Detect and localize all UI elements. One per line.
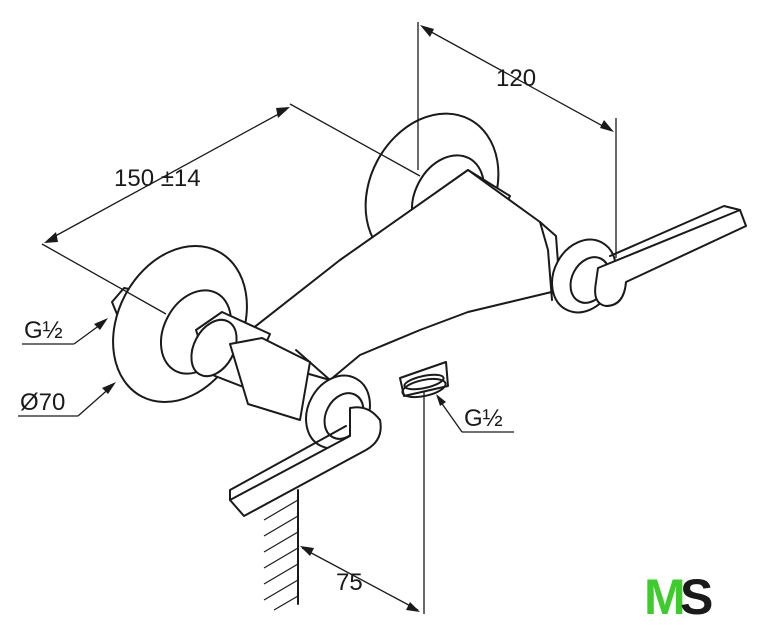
logo-letter-m: M [644,569,686,625]
dimension-75 [300,392,425,614]
dimension-150 [41,103,421,315]
dimension-120-label: 120 [496,65,536,92]
thread-bottom-label: G½ [464,405,503,432]
thread-left-leader [22,318,108,345]
left-connector-sleeve [190,311,311,421]
bottom-outlet [399,361,449,399]
dimension-150-label: 150 ±14 [114,165,201,192]
rosette-diameter-label: Ø70 [20,389,65,416]
logo-letter-s: S [680,569,713,625]
thread-left-label: G½ [24,317,63,344]
dimension-75-label: 75 [336,569,363,596]
dimension-120 [417,22,617,258]
right-handle [551,205,747,314]
left-handle [229,374,382,517]
thread-bottom-leader [436,394,514,433]
wall-hatching [263,489,299,611]
rosette-diameter-leader [18,382,116,417]
ms-logo: M S [644,569,713,625]
